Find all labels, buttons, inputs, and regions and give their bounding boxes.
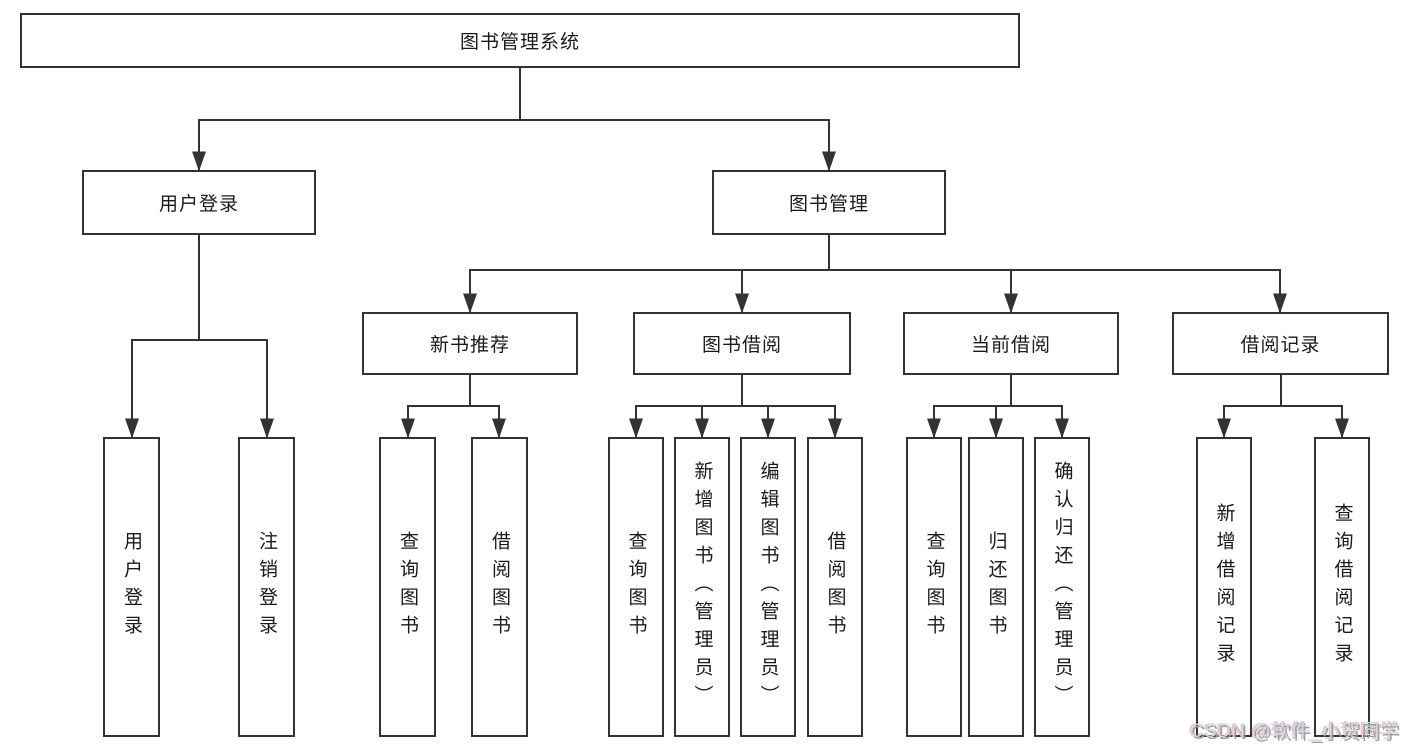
- leaf-borrow-book-2-label: 借阅图书: [824, 531, 846, 643]
- node-new-book-label: 新书推荐: [429, 335, 510, 356]
- leaf-confirm-return-admin-label: 确认归还（管理员）: [1051, 461, 1073, 713]
- leaf-query-book-1-label: 查询图书: [397, 531, 418, 643]
- leaf-query-book-3: 查询图书: [906, 437, 962, 737]
- leaf-edit-book-admin: 编辑图书（管理员）: [740, 437, 796, 737]
- leaf-query-book-2-label: 查询图书: [625, 531, 647, 643]
- node-book-mgmt: 图书管理: [712, 170, 946, 235]
- leaf-add-book-admin: 新增图书（管理员）: [674, 437, 730, 737]
- leaf-logout-label: 注销登录: [256, 531, 277, 643]
- leaf-edit-book-admin-label: 编辑图书（管理员）: [757, 461, 779, 713]
- node-root-label: 图书管理系统: [459, 32, 580, 53]
- node-current-borrow: 当前借阅: [903, 312, 1119, 375]
- node-borrow-record-label: 借阅记录: [1240, 335, 1321, 356]
- leaf-query-book-2: 查询图书: [608, 437, 664, 737]
- node-book-borrow-label: 图书借阅: [701, 335, 782, 356]
- leaf-query-book-1: 查询图书: [379, 437, 436, 737]
- node-user-login-label: 用户登录: [158, 194, 239, 215]
- leaf-add-borrow-record: 新增借阅记录: [1196, 437, 1252, 737]
- node-book-mgmt-label: 图书管理: [788, 194, 869, 215]
- connector-new-book-branch: [408, 375, 499, 407]
- leaf-borrow-book-1: 借阅图书: [471, 437, 528, 737]
- connector-book-mgmt-branch: [470, 235, 1280, 271]
- leaf-query-book-3-label: 查询图书: [923, 531, 945, 643]
- leaf-borrow-book-1-label: 借阅图书: [489, 531, 510, 643]
- connector-current-borrow-branch: [934, 375, 1062, 407]
- leaf-user-login: 用户登录: [103, 437, 160, 737]
- connector-root-branch: [199, 68, 829, 121]
- leaf-add-borrow-record-label: 新增借阅记录: [1213, 503, 1235, 671]
- node-root: 图书管理系统: [20, 13, 1020, 68]
- leaf-return-book: 归还图书: [968, 437, 1024, 737]
- csdn-watermark: CSDN @软件_小贺同学: [1189, 721, 1399, 742]
- connector-user-login-branch: [132, 235, 267, 341]
- node-borrow-record: 借阅记录: [1172, 312, 1389, 375]
- leaf-user-login-label: 用户登录: [121, 531, 142, 643]
- leaf-query-borrow-record: 查询借阅记录: [1314, 437, 1370, 737]
- leaf-add-book-admin-label: 新增图书（管理员）: [691, 461, 713, 713]
- node-current-borrow-label: 当前借阅: [970, 335, 1051, 356]
- connector-borrow-record-branch: [1224, 375, 1342, 407]
- leaf-confirm-return-admin: 确认归还（管理员）: [1034, 437, 1090, 737]
- node-new-book: 新书推荐: [362, 312, 578, 375]
- leaf-logout: 注销登录: [238, 437, 295, 737]
- leaf-borrow-book-2: 借阅图书: [807, 437, 863, 737]
- node-user-login: 用户登录: [82, 170, 316, 235]
- leaf-query-borrow-record-label: 查询借阅记录: [1331, 503, 1353, 671]
- leaf-return-book-label: 归还图书: [985, 531, 1007, 643]
- connector-book-borrow-branch: [636, 375, 835, 407]
- node-book-borrow: 图书借阅: [633, 312, 851, 375]
